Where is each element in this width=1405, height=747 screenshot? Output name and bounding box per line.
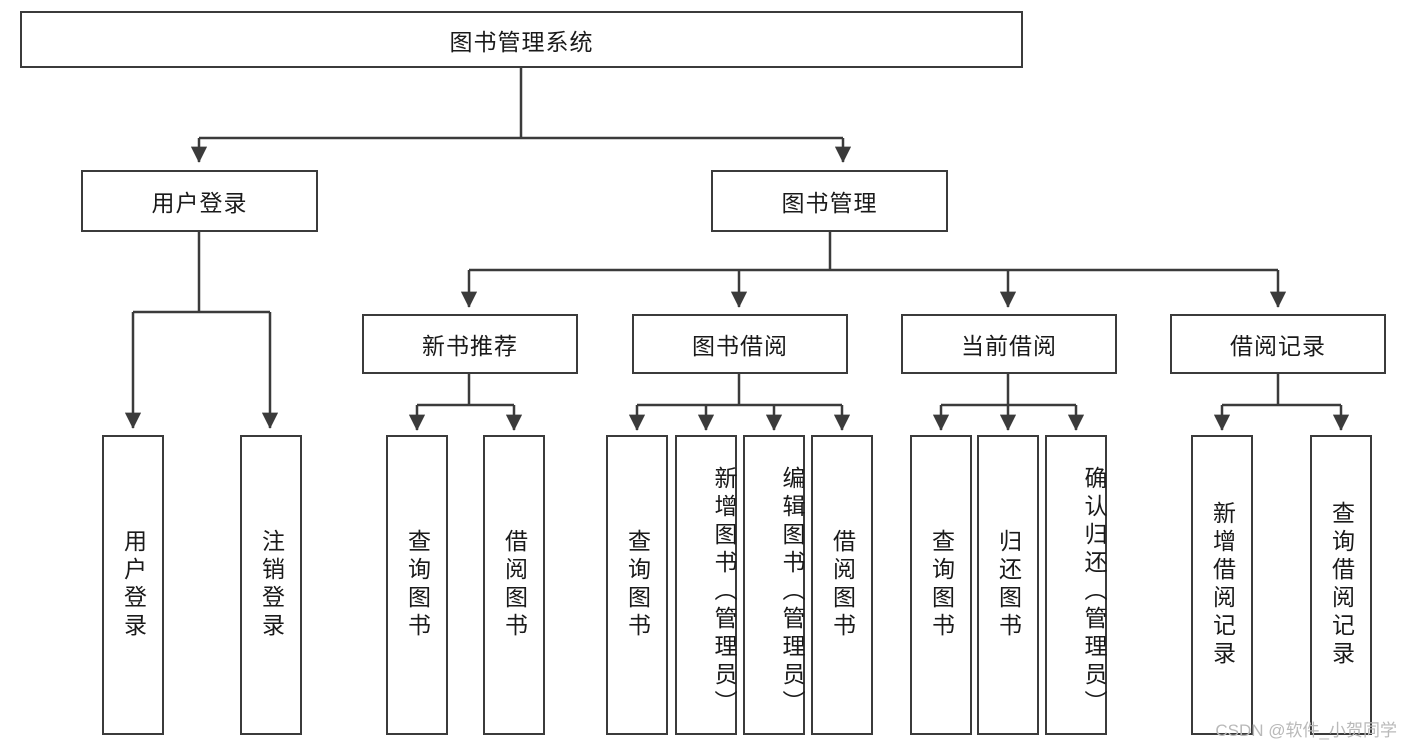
leaf-current-borrow-return[interactable]: 归还图书 (977, 435, 1039, 735)
node-new-book-recommend[interactable]: 新书推荐 (362, 314, 578, 374)
leaf-user-login-logout[interactable]: 注销登录 (240, 435, 302, 735)
leaf-current-borrow-confirm-return[interactable]: 确认归还（管理员） (1045, 435, 1107, 735)
leaf-new-book-query[interactable]: 查询图书 (386, 435, 448, 735)
leaf-book-borrow-query[interactable]: 查询图书 (606, 435, 668, 735)
leaf-book-borrow-edit[interactable]: 编辑图书（管理员） (743, 435, 805, 735)
node-book-borrow[interactable]: 图书借阅 (632, 314, 848, 374)
leaf-new-book-borrow[interactable]: 借阅图书 (483, 435, 545, 735)
node-book-management[interactable]: 图书管理 (711, 170, 948, 232)
node-current-borrow[interactable]: 当前借阅 (901, 314, 1117, 374)
watermark-csdn: CSDN @软件_小贺同学 (1215, 721, 1397, 740)
node-user-login[interactable]: 用户登录 (81, 170, 318, 232)
leaf-current-borrow-query[interactable]: 查询图书 (910, 435, 972, 735)
node-root-system[interactable]: 图书管理系统 (20, 11, 1023, 68)
leaf-borrow-record-add[interactable]: 新增借阅记录 (1191, 435, 1253, 735)
leaf-book-borrow-borrow[interactable]: 借阅图书 (811, 435, 873, 735)
leaf-borrow-record-query[interactable]: 查询借阅记录 (1310, 435, 1372, 735)
node-borrow-record[interactable]: 借阅记录 (1170, 314, 1386, 374)
leaf-user-login-login[interactable]: 用户登录 (102, 435, 164, 735)
leaf-book-borrow-add[interactable]: 新增图书（管理员） (675, 435, 737, 735)
